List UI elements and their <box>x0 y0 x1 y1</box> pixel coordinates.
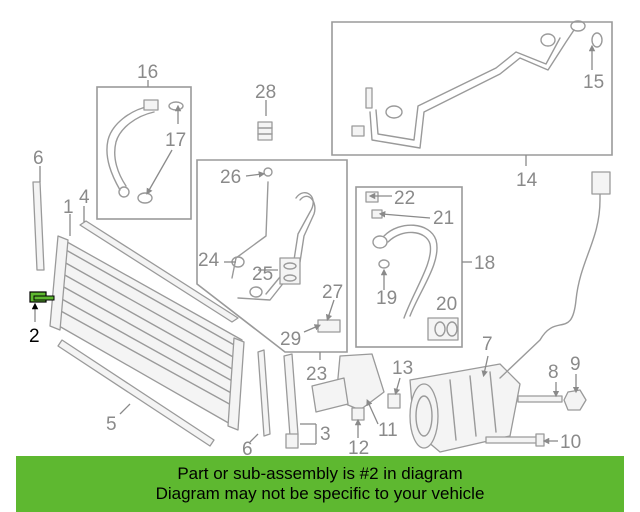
callout-5: 5 <box>106 414 117 435</box>
box-18 <box>355 186 463 348</box>
callout-15: 15 <box>583 72 604 93</box>
callout-24: 24 <box>198 250 220 271</box>
box-14 <box>331 21 613 156</box>
callout-9: 9 <box>570 354 581 375</box>
bolt-12 <box>351 407 365 421</box>
bracket-3 <box>283 353 299 437</box>
callout-25: 25 <box>252 264 273 285</box>
callout-17: 17 <box>165 130 186 151</box>
hose-23 <box>231 167 341 333</box>
callout-2: 2 <box>29 326 40 347</box>
callout-3: 3 <box>320 424 331 445</box>
callout-20: 20 <box>436 294 457 315</box>
callout-13: 13 <box>392 358 413 379</box>
line-14 <box>351 20 603 149</box>
bolt-2-highlighted <box>29 291 55 303</box>
callout-18: 18 <box>474 253 495 274</box>
seal-6-left <box>32 181 45 271</box>
box-16 <box>96 86 192 220</box>
callout-22: 22 <box>394 188 415 209</box>
callout-7: 7 <box>482 334 493 355</box>
compressor <box>409 363 521 453</box>
info-banner: Part or sub-assembly is #2 in diagram Di… <box>16 456 624 512</box>
callout-21: 21 <box>433 208 454 229</box>
callout-23: 23 <box>306 364 327 385</box>
seal-5 <box>57 339 215 447</box>
callout-27: 27 <box>322 282 343 303</box>
callout-14: 14 <box>516 170 538 191</box>
callout-26: 26 <box>220 167 241 188</box>
bolt-3 <box>285 433 299 449</box>
callout-8: 8 <box>548 362 559 383</box>
callout-6-left: 6 <box>33 148 44 169</box>
hose-18 <box>365 191 459 341</box>
callout-29: 29 <box>280 329 301 350</box>
callout-28: 28 <box>255 82 276 103</box>
callout-10: 10 <box>560 432 581 453</box>
callout-16: 16 <box>137 62 158 83</box>
box-23 <box>196 159 348 353</box>
bolt-13 <box>387 393 401 409</box>
parts-diagram: 16 17 28 6 4 1 2 5 6 26 24 25 27 29 23 3… <box>29 20 613 456</box>
seal-4 <box>79 220 239 323</box>
callout-1: 1 <box>63 197 74 218</box>
banner-line-2: Diagram may not be specific to your vehi… <box>155 484 485 503</box>
callout-12: 12 <box>348 438 369 456</box>
condenser <box>49 235 245 431</box>
callout-4: 4 <box>79 187 90 208</box>
banner-line-1: Part or sub-assembly is #2 in diagram <box>177 464 463 483</box>
nut-9 <box>563 389 587 411</box>
callout-11: 11 <box>378 420 398 441</box>
callout-6-right: 6 <box>242 439 253 456</box>
bolt-8 <box>517 395 563 403</box>
callout-19: 19 <box>376 288 397 309</box>
hose-16 <box>106 99 184 204</box>
harness <box>499 171 611 379</box>
part-28 <box>257 121 273 141</box>
seal-6-right <box>257 349 271 437</box>
